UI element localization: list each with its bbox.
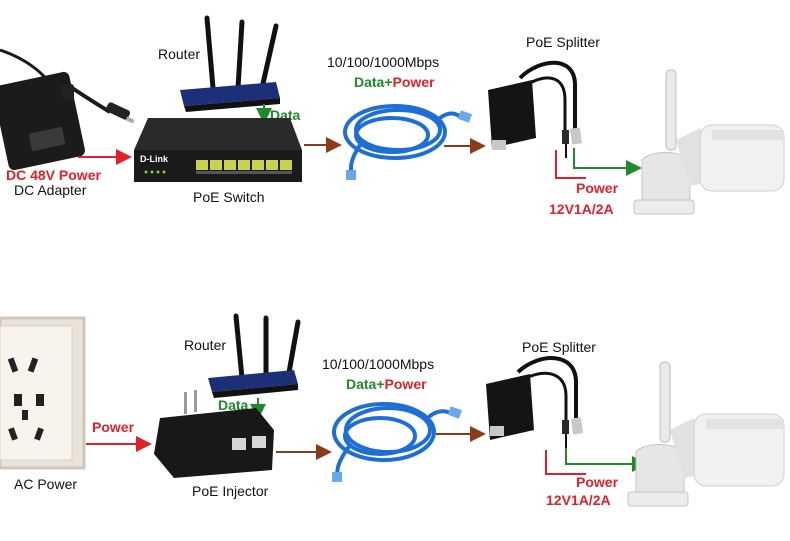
speed-label-bottom: 10/100/1000Mbps: [322, 356, 434, 372]
switch-ports: [196, 160, 292, 174]
data-word-bottom: Data: [346, 376, 377, 392]
camera-power-label-bottom: Power: [576, 474, 619, 490]
ip-camera-icon: [633, 69, 785, 215]
splitter-data-wire: [573, 148, 642, 176]
router-label: Router: [158, 46, 200, 62]
poe-splitter-icon: [488, 60, 583, 158]
ac-power-label: AC Power: [14, 476, 77, 492]
poe-splitter-icon-bottom: [486, 356, 584, 450]
data-word: Data: [354, 74, 385, 90]
poe-switch-label: PoE Switch: [193, 189, 265, 205]
camera-voltage-label-bottom: 12V1A/2A: [546, 492, 611, 508]
plus-word-bottom: +: [376, 376, 384, 392]
dc-power-label: DC 48V Power: [6, 167, 101, 183]
ethernet-cable-icon-bottom: [332, 402, 454, 480]
poe-injector-label: PoE Injector: [192, 483, 269, 499]
data-power-label-bottom: Data+Power: [346, 376, 427, 392]
router-data-label-bottom: Data: [218, 397, 249, 413]
router-icon-bottom: [208, 313, 301, 398]
speed-label: 10/100/1000Mbps: [327, 54, 439, 70]
plus-word: +: [384, 74, 392, 90]
poe-splitter-label: PoE Splitter: [526, 34, 600, 50]
top-row: DC 48V Power DC Adapter Router Data D-Li…: [0, 15, 785, 217]
dc-adapter-label: DC Adapter: [14, 182, 87, 198]
poe-splitter-label-bottom: PoE Splitter: [522, 339, 596, 355]
splitter-power-wire: [555, 150, 586, 179]
data-power-label: Data+Power: [354, 74, 435, 90]
dc-adapter-icon: [0, 48, 135, 171]
power-word: Power: [393, 74, 436, 90]
power-word-bottom: Power: [385, 376, 428, 392]
ac-outlet-icon: [0, 316, 86, 470]
switch-brand: D-Link: [140, 154, 169, 164]
poe-switch-icon: D-Link: [134, 118, 302, 182]
camera-power-label: Power: [576, 180, 619, 196]
splitter-power-wire-bottom: [545, 450, 586, 475]
ip-camera-icon-bottom: [627, 361, 785, 507]
splitter-data-wire-bottom: [565, 448, 648, 472]
router-label-bottom: Router: [184, 337, 226, 353]
poe-injector-icon: [154, 390, 274, 478]
bottom-row: Power AC Power Router Data PoE Injector …: [0, 313, 785, 508]
ac-power-arrow-label: Power: [92, 419, 135, 435]
router-icon: [180, 15, 280, 112]
ethernet-cable-icon: [343, 104, 464, 178]
camera-voltage-label: 12V1A/2A: [549, 201, 614, 217]
